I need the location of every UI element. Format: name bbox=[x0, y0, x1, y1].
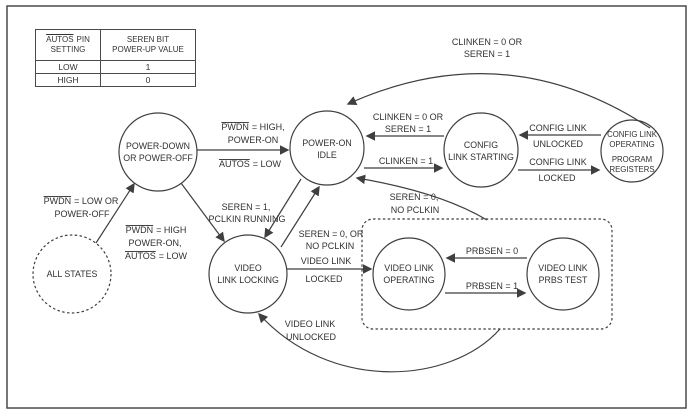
figure-border bbox=[6, 5, 687, 409]
label-idle-to-locking: SEREN = 1,PCLKIN RUNNING bbox=[208, 202, 285, 224]
video-link-group-box bbox=[361, 218, 613, 330]
arrow-configoperating-to-idle bbox=[346, 73, 651, 129]
table-row: HIGH 0 bbox=[35, 73, 196, 87]
table-row: LOW 1 bbox=[35, 60, 196, 74]
arrow-allstates-to-powerdown bbox=[95, 182, 135, 244]
state-video-link-operating bbox=[372, 237, 446, 311]
table-cell-setting: LOW bbox=[35, 60, 101, 74]
state-video-link-locking bbox=[208, 234, 288, 314]
table-cell-value: 1 bbox=[100, 60, 196, 74]
state-video-link-prbs-test bbox=[526, 237, 600, 311]
state-config-link-operating bbox=[600, 119, 664, 183]
arrow-videogroup-to-idle bbox=[355, 174, 488, 221]
arrow-locking-to-idle bbox=[280, 185, 320, 248]
arrow-videogroup-to-locking bbox=[258, 312, 501, 373]
state-power-on-idle bbox=[289, 110, 365, 186]
table-cell-value: 0 bbox=[100, 73, 196, 87]
state-config-link-starting bbox=[443, 112, 519, 188]
table-cell-setting: HIGH bbox=[35, 73, 101, 87]
label-idle-to-configstarting: CLINKEN = 1 bbox=[379, 156, 433, 166]
autos-pin-name: AUTOS bbox=[46, 34, 74, 44]
state-all-states bbox=[32, 234, 112, 314]
label-videogroup-to-idle: SEREN = 0,NO PCLKIN bbox=[390, 192, 440, 215]
label-videooperating-to-prbs: PRBSEN = 1 bbox=[466, 281, 518, 291]
arrow-idle-to-locking bbox=[264, 178, 302, 239]
state-power-down bbox=[118, 112, 198, 192]
state-all-states-label: ALL STATES bbox=[47, 269, 98, 279]
arrow-powerdown-to-locking bbox=[180, 182, 225, 243]
label-prbs-to-videooperating: PRBSEN = 0 bbox=[466, 246, 518, 256]
